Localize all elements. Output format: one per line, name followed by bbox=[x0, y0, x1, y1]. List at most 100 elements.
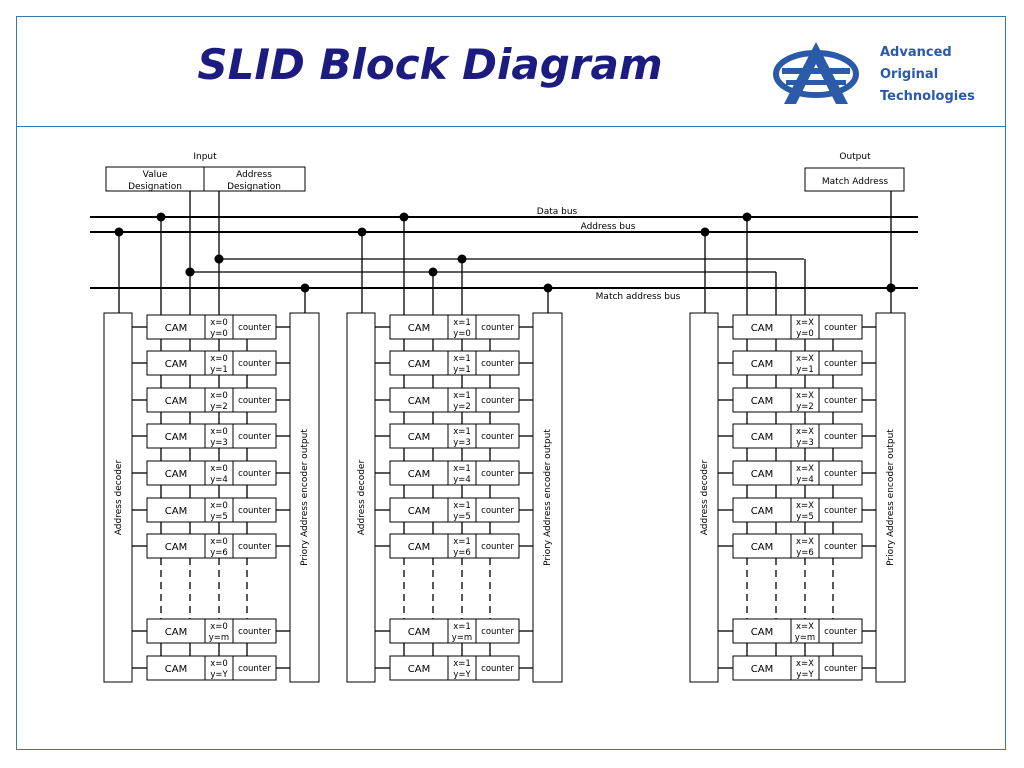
counter-label: counter bbox=[481, 506, 514, 516]
x-coordinate-label: x=0 bbox=[210, 464, 228, 474]
counter-cell bbox=[818, 618, 863, 644]
x-coordinate-label: x=0 bbox=[210, 391, 228, 401]
x-coordinate-label: x=0 bbox=[210, 501, 228, 511]
junction-dot bbox=[457, 254, 467, 264]
y-coordinate-label: y=1 bbox=[210, 365, 228, 375]
cam-cell bbox=[146, 387, 206, 413]
counter-label: counter bbox=[238, 323, 271, 333]
xy-address-cell bbox=[204, 350, 234, 376]
x-coordinate-label: x=X bbox=[796, 659, 814, 669]
x-coordinate-label: x=X bbox=[796, 354, 814, 364]
counter-label: counter bbox=[481, 627, 514, 637]
xy-address-cell bbox=[447, 314, 477, 340]
cam-label: CAM bbox=[751, 664, 773, 675]
counter-cell bbox=[232, 618, 277, 644]
counter-label: counter bbox=[481, 359, 514, 369]
cam-label: CAM bbox=[751, 627, 773, 638]
xy-address-cell bbox=[204, 655, 234, 681]
y-coordinate-label: y=2 bbox=[796, 402, 814, 412]
cam-cell bbox=[389, 655, 449, 681]
counter-cell bbox=[475, 655, 520, 681]
y-coordinate-label: y=0 bbox=[453, 329, 471, 339]
xy-address-cell bbox=[447, 618, 477, 644]
junction-dot bbox=[114, 227, 124, 237]
x-coordinate-label: x=X bbox=[796, 318, 814, 328]
value-designation-box bbox=[105, 166, 205, 192]
counter-label: counter bbox=[481, 396, 514, 406]
junction-dot bbox=[357, 227, 367, 237]
junction-dot bbox=[886, 283, 896, 293]
counter-cell bbox=[232, 314, 277, 340]
y-coordinate-label: y=6 bbox=[210, 548, 228, 558]
cam-cell bbox=[146, 460, 206, 486]
xy-address-cell bbox=[447, 350, 477, 376]
x-coordinate-label: x=0 bbox=[210, 354, 228, 364]
logo-line-2: Original bbox=[880, 67, 939, 82]
priority-encoder-label: Priory Address encoder output bbox=[300, 429, 310, 566]
cam-cell bbox=[389, 423, 449, 449]
counter-label: counter bbox=[238, 469, 271, 479]
x-coordinate-label: x=X bbox=[796, 537, 814, 547]
logo-line-3: Technologies bbox=[880, 89, 975, 104]
xy-address-cell bbox=[790, 423, 820, 449]
cam-label: CAM bbox=[751, 542, 773, 553]
title-divider bbox=[16, 126, 1006, 127]
junction-dot bbox=[214, 254, 224, 264]
y-coordinate-label: y=3 bbox=[453, 438, 471, 448]
match-address-label: Match Address bbox=[822, 177, 888, 187]
cam-cell bbox=[389, 350, 449, 376]
xy-address-cell bbox=[447, 387, 477, 413]
y-coordinate-label: y=1 bbox=[796, 365, 814, 375]
counter-cell bbox=[232, 350, 277, 376]
cam-label: CAM bbox=[751, 432, 773, 443]
junction-dot bbox=[428, 267, 438, 277]
cam-cell bbox=[389, 314, 449, 340]
x-coordinate-label: x=1 bbox=[453, 659, 471, 669]
counter-cell bbox=[818, 460, 863, 486]
junction-dot bbox=[300, 283, 310, 293]
cam-cell bbox=[146, 655, 206, 681]
slide-title: SLID Block Diagram bbox=[197, 40, 663, 89]
y-coordinate-label: y=6 bbox=[453, 548, 471, 558]
x-coordinate-label: x=1 bbox=[453, 354, 471, 364]
cam-label: CAM bbox=[408, 469, 430, 480]
x-coordinate-label: x=0 bbox=[210, 318, 228, 328]
y-coordinate-label: y=m bbox=[452, 633, 472, 643]
cam-cell bbox=[389, 533, 449, 559]
cam-label: CAM bbox=[751, 506, 773, 517]
cam-label: CAM bbox=[165, 506, 187, 517]
counter-label: counter bbox=[824, 432, 857, 442]
priority-encoder-label: Priory Address encoder output bbox=[886, 429, 896, 566]
x-coordinate-label: x=1 bbox=[453, 391, 471, 401]
xy-address-cell bbox=[447, 655, 477, 681]
address-decoder-label: Address decoder bbox=[357, 460, 367, 536]
x-coordinate-label: x=0 bbox=[210, 537, 228, 547]
cam-label: CAM bbox=[408, 664, 430, 675]
address-designation-label: Designation bbox=[227, 182, 281, 192]
xy-address-cell bbox=[204, 497, 234, 523]
cam-cell bbox=[146, 497, 206, 523]
x-coordinate-label: x=0 bbox=[210, 427, 228, 437]
y-coordinate-label: y=3 bbox=[210, 438, 228, 448]
counter-label: counter bbox=[481, 664, 514, 674]
x-coordinate-label: x=1 bbox=[453, 318, 471, 328]
cam-cell bbox=[732, 350, 792, 376]
counter-label: counter bbox=[238, 542, 271, 552]
x-coordinate-label: x=1 bbox=[453, 622, 471, 632]
address-decoder-label: Address decoder bbox=[700, 460, 710, 536]
data-bus-label: Data bus bbox=[537, 207, 578, 217]
y-coordinate-label: y=2 bbox=[210, 402, 228, 412]
counter-cell bbox=[818, 497, 863, 523]
address-decoder-block bbox=[689, 312, 719, 683]
y-coordinate-label: y=m bbox=[209, 633, 229, 643]
x-coordinate-label: x=X bbox=[796, 501, 814, 511]
cam-label: CAM bbox=[165, 323, 187, 334]
counter-label: counter bbox=[238, 506, 271, 516]
junction-dot bbox=[399, 212, 409, 222]
counter-cell bbox=[232, 460, 277, 486]
junction-dot bbox=[156, 212, 166, 222]
y-coordinate-label: y=5 bbox=[210, 512, 228, 522]
counter-cell bbox=[475, 497, 520, 523]
counter-cell bbox=[818, 533, 863, 559]
